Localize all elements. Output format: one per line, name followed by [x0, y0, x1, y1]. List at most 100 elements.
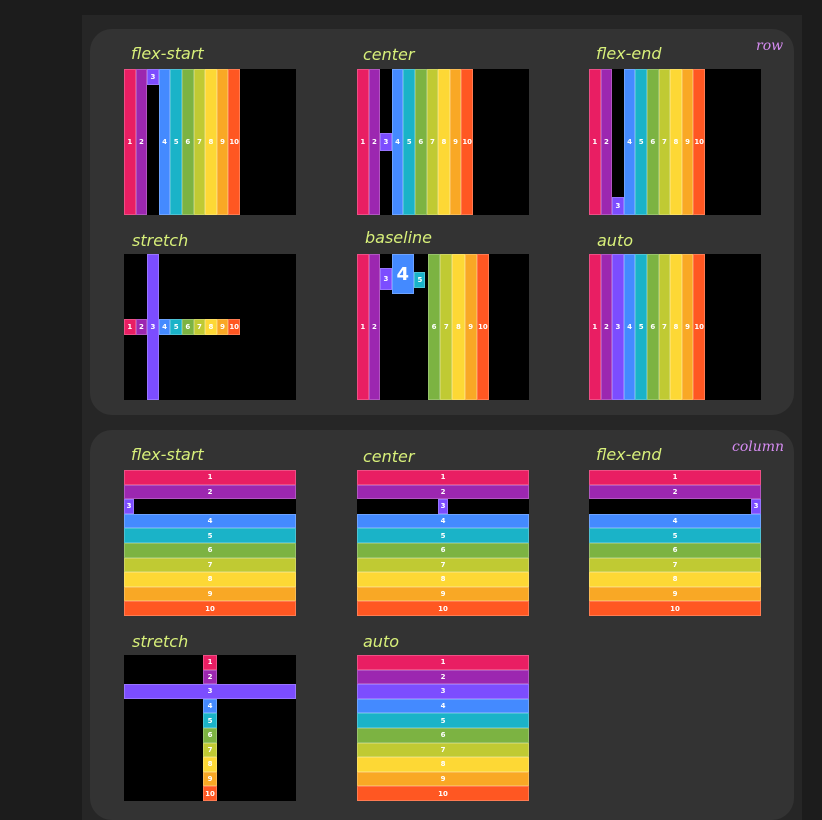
flex-item-2: 2: [600, 69, 613, 215]
flex-item-9: 9: [124, 586, 296, 602]
flex-item-7: 7: [658, 69, 671, 215]
flex-item-8: 8: [124, 572, 296, 587]
flex-item-7: 7: [426, 69, 439, 215]
flex-item-4: 4: [357, 513, 529, 529]
column-demo-label-flex-end: flex-end: [596, 445, 662, 464]
flex-item-5: 5: [357, 528, 529, 543]
flex-item-2: 2: [600, 254, 613, 400]
flex-item-9: 9: [203, 771, 217, 787]
flex-item-9: 9: [589, 586, 761, 602]
flex-item-1: 1: [357, 254, 369, 400]
flex-item-6: 6: [647, 254, 659, 400]
flex-item-8: 8: [357, 572, 529, 587]
flex-item-1: 1: [589, 254, 601, 400]
flex-item-5: 5: [124, 528, 296, 543]
flex-item-5: 5: [414, 272, 426, 288]
flex-item-8: 8: [670, 69, 682, 215]
flex-item-8: 8: [205, 69, 217, 215]
row-demo-label-flex-start: flex-start: [131, 44, 204, 63]
flex-item-5: 5: [203, 713, 217, 728]
column-demo-label-stretch: stretch: [132, 632, 189, 651]
flex-item-6: 6: [124, 543, 296, 558]
row-demo-label-center: center: [363, 45, 415, 64]
flex-item-10: 10: [203, 786, 217, 801]
flex-item-6: 6: [357, 543, 529, 558]
flex-item-2: 2: [368, 69, 381, 215]
flex-item-8: 8: [203, 757, 217, 772]
flex-item-1: 1: [357, 470, 529, 485]
flex-item-3: 3: [147, 254, 159, 400]
flex-item-2: 2: [124, 484, 296, 500]
flex-item-4: 4: [158, 69, 171, 215]
flex-item-9: 9: [681, 254, 694, 400]
flex-item-9: 9: [216, 319, 229, 335]
flex-item-6: 6: [203, 728, 217, 743]
flex-item-1: 1: [589, 69, 601, 215]
flex-item-7: 7: [193, 319, 206, 335]
row-demo-label-baseline: baseline: [365, 228, 433, 247]
flex-item-2: 2: [135, 69, 148, 215]
flex-item-10: 10: [461, 69, 473, 215]
flex-item-6: 6: [647, 69, 659, 215]
flex-item-2: 2: [357, 484, 529, 500]
flex-item-7: 7: [589, 557, 761, 573]
row-demo-label-flex-end: flex-end: [596, 44, 662, 63]
row-demo-label-auto: auto: [597, 231, 634, 250]
flex-item-2: 2: [203, 669, 217, 685]
flex-item-7: 7: [357, 557, 529, 573]
flex-item-1: 1: [124, 470, 296, 485]
flex-item-4: 4: [391, 69, 404, 215]
flex-item-9: 9: [216, 69, 229, 215]
flex-item-5: 5: [403, 69, 415, 215]
flex-item-5: 5: [635, 254, 647, 400]
column-demo-label-auto: auto: [363, 632, 400, 651]
flex-item-5: 5: [170, 69, 182, 215]
flex-item-7: 7: [658, 254, 671, 400]
flex-item-3: 3: [380, 133, 392, 151]
row-demo-label-stretch: stretch: [132, 231, 189, 250]
flex-item-6: 6: [589, 543, 761, 558]
flex-item-9: 9: [464, 254, 477, 400]
flex-item-7: 7: [193, 69, 206, 215]
flex-item-3: 3: [147, 69, 159, 85]
flex-item-7: 7: [203, 742, 217, 758]
flex-item-4: 4: [589, 513, 761, 529]
row-tag: row: [756, 38, 784, 54]
flex-item-2: 2: [589, 484, 761, 500]
flex-item-9: 9: [681, 69, 694, 215]
flex-item-3: 3: [357, 684, 529, 699]
flex-item-7: 7: [440, 254, 453, 400]
flex-item-10: 10: [693, 69, 705, 215]
flex-item-8: 8: [357, 757, 529, 772]
flex-item-10: 10: [589, 601, 761, 616]
flex-item-4: 4: [124, 513, 296, 529]
flex-item-9: 9: [449, 69, 462, 215]
flex-item-6: 6: [428, 254, 441, 400]
flex-item-2: 2: [135, 319, 148, 335]
flex-item-10: 10: [693, 254, 705, 400]
flex-item-3: 3: [612, 197, 624, 215]
flex-item-5: 5: [589, 528, 761, 543]
flex-item-1: 1: [124, 69, 136, 215]
flex-item-6: 6: [182, 319, 194, 335]
flex-item-3: 3: [438, 499, 448, 514]
flex-item-10: 10: [228, 319, 240, 335]
flex-item-2: 2: [368, 254, 381, 400]
flex-item-1: 1: [357, 655, 529, 670]
flex-item-2: 2: [357, 669, 529, 685]
flex-item-3: 3: [380, 268, 392, 290]
flex-item-8: 8: [670, 254, 682, 400]
flex-item-7: 7: [357, 742, 529, 758]
flex-item-4: 4: [623, 254, 636, 400]
flex-item-1: 1: [203, 655, 217, 670]
column-demo-label-flex-start: flex-start: [131, 445, 204, 464]
